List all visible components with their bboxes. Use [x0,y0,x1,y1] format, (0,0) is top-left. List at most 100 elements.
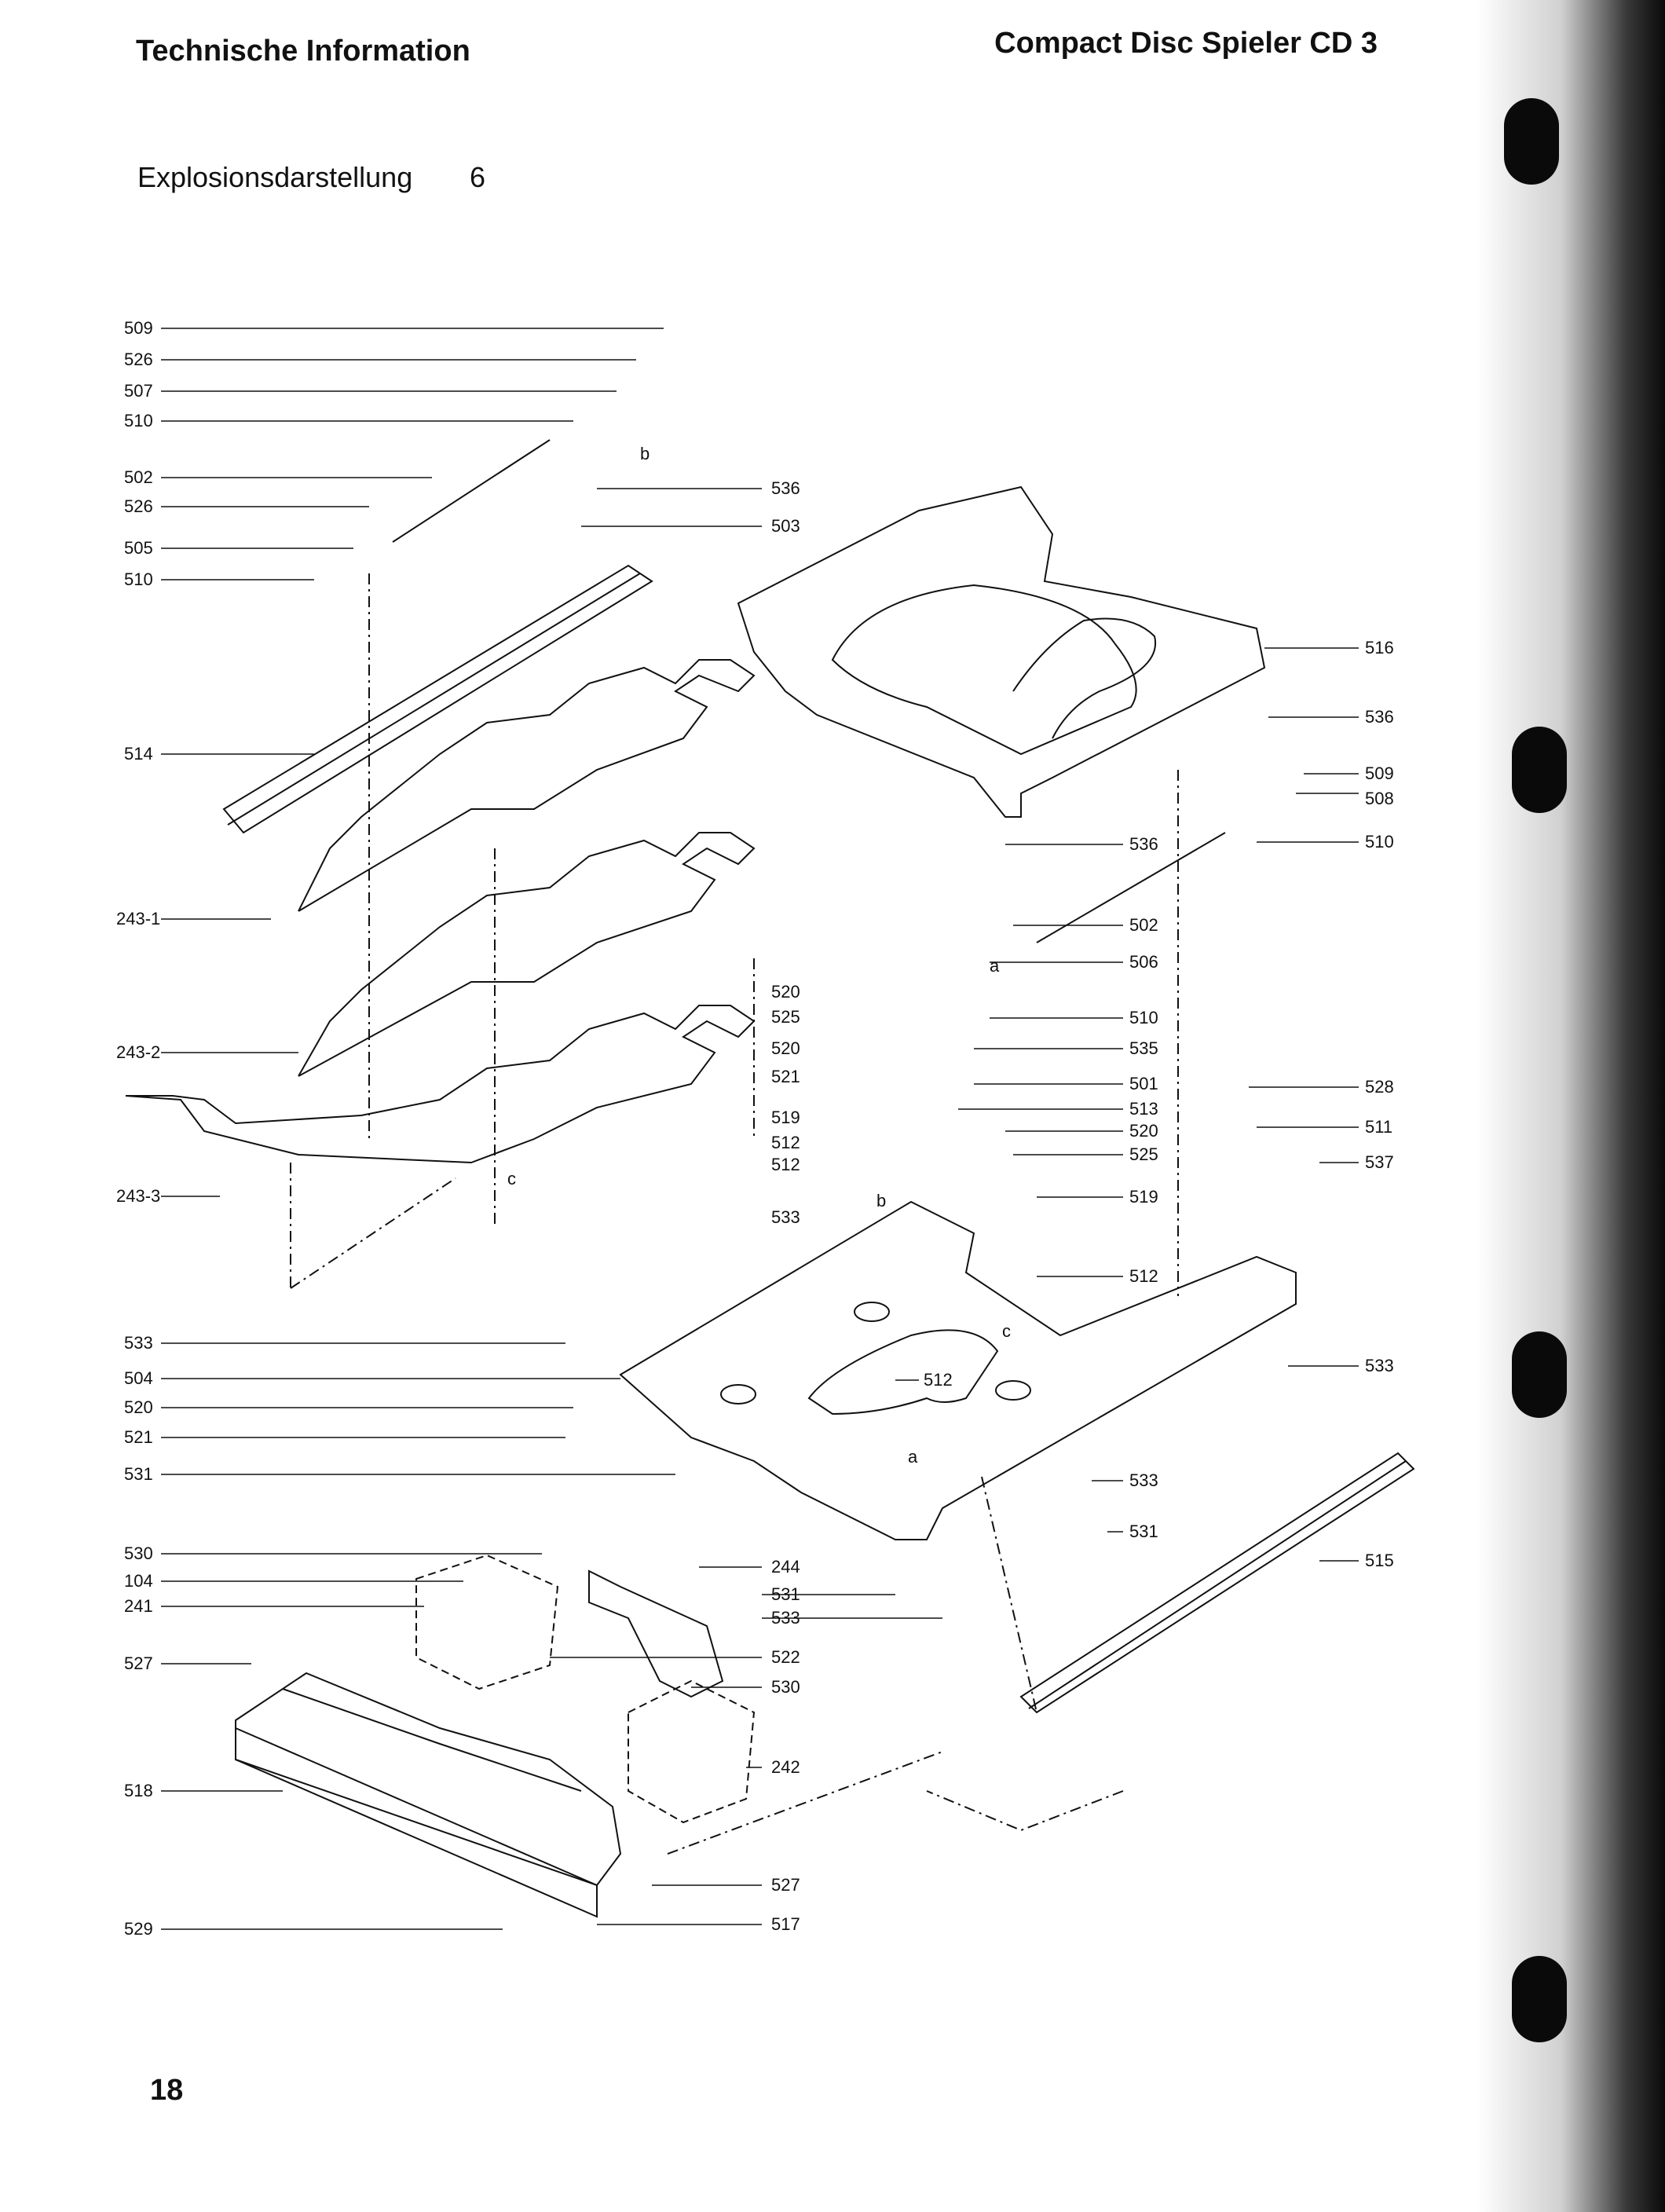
label: 518 [124,1781,153,1800]
label: 512 [924,1370,953,1390]
label: 525 [1129,1144,1158,1164]
label: 241 [124,1596,153,1616]
label: 508 [1365,789,1394,808]
label: 527 [771,1875,800,1895]
part-502-shaft-top [392,439,551,543]
binder-hole-4 [1512,1956,1567,2042]
marker: b [640,444,650,463]
marker: a [908,1447,918,1467]
label: 531 [771,1584,800,1604]
part-516-recess [831,584,1137,756]
part-518-panel [235,1727,598,1918]
label: 536 [771,478,800,498]
part-504-hole-left [720,1384,756,1404]
part-241-sensor [415,1554,559,1690]
header-right-title: Compact Disc Spieler CD 3 [994,27,1378,60]
label: 520 [771,982,800,1002]
label: 512 [1129,1266,1158,1286]
label: 507 [124,381,153,401]
label: 510 [1129,1008,1158,1027]
label: 510 [1365,832,1394,851]
label: 536 [1365,707,1394,727]
part-518-face [282,1688,582,1792]
part-515-rail-inner [1028,1460,1407,1709]
header-left-title: Technische Information [136,35,470,68]
label: 243-3 [116,1186,160,1206]
part-504-plate [619,1200,1297,1540]
label: 511 [1365,1117,1392,1137]
label: 243-1 [116,909,160,928]
label: 533 [771,1207,800,1227]
label: 515 [1365,1551,1394,1570]
marker: c [1002,1321,1011,1341]
label: 526 [124,496,153,516]
part-514-rail [222,564,653,834]
diagram-parts [125,439,1415,1918]
section-title: Explosionsdarstellung [137,161,413,193]
guide-lines [290,573,1179,1713]
label: 506 [1129,952,1158,972]
label: 527 [124,1654,153,1673]
part-244-bracket [588,1569,724,1698]
part-502-shaft-right [1036,832,1226,943]
label: 519 [1129,1187,1158,1207]
label: 526 [124,350,153,369]
marker: c [507,1169,516,1188]
scan-binding-edge [1477,0,1665,2212]
label: 530 [771,1677,800,1697]
label: 242 [771,1757,800,1777]
label: 536 [1129,834,1158,854]
label: 520 [124,1397,153,1417]
label: 521 [771,1067,800,1086]
label: 522 [771,1647,800,1667]
binder-hole-3 [1512,1331,1567,1418]
part-243-3-cable [125,1005,756,1164]
label: 528 [1365,1077,1394,1097]
label: 509 [124,318,153,338]
part-242-sensor [628,1679,756,1824]
binder-hole-1 [1504,98,1559,185]
label: 504 [124,1368,153,1388]
label: 529 [124,1919,153,1939]
label: 503 [771,516,800,536]
label: 525 [771,1007,800,1027]
label: 533 [1365,1356,1394,1375]
label: 243-2 [116,1042,160,1062]
label: 533 [124,1333,153,1353]
label: 512 [771,1155,800,1174]
guide-lines-2 [290,1177,1124,1855]
part-504-hole-right [995,1380,1031,1401]
label: 537 [1365,1152,1394,1172]
label: 510 [124,569,153,589]
label: 533 [1129,1470,1158,1490]
label: 501 [1129,1074,1158,1093]
left-labels: 509 526 507 510 502 526 505 510 514 243-… [116,318,160,1939]
label: 519 [771,1108,800,1127]
page-number: 18 [150,2074,184,2107]
part-504-cutout [807,1329,999,1415]
label: 513 [1129,1099,1158,1119]
label: 514 [124,744,153,764]
part-515-rail [1019,1452,1415,1714]
part-516-slot [1012,617,1157,739]
label: 531 [1129,1522,1158,1541]
direction-markers: b a b c a c [507,444,1011,1467]
part-243-2-cable [298,832,756,1077]
part-518-tray [235,1672,622,1887]
marker: b [876,1191,886,1210]
label: 535 [1129,1038,1158,1058]
label: 530 [124,1544,153,1563]
label: 516 [1365,638,1394,657]
label: 533 [771,1608,800,1628]
label: 505 [124,538,153,558]
label: 531 [124,1464,153,1484]
label: 521 [124,1427,153,1447]
label: 517 [771,1914,800,1934]
center-labels: 520 525 520 521 519 512 512 533 512 244 … [771,982,953,1777]
label: 502 [124,467,153,487]
label: 510 [124,411,153,430]
part-516-cover [737,485,1266,818]
part-243-1-cable [298,659,756,912]
label: 509 [1365,764,1394,783]
